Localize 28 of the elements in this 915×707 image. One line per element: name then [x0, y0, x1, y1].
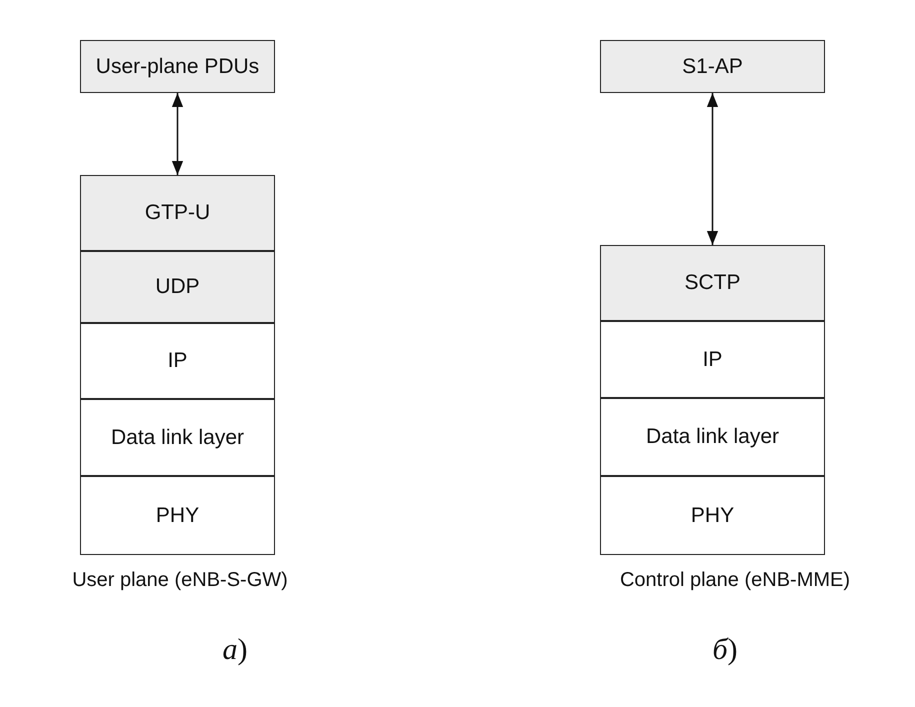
protocol-layer-box [80, 40, 275, 93]
protocol-layer-box [600, 321, 825, 398]
panel-label: а) [222, 633, 248, 667]
protocol-layer-box [80, 476, 275, 555]
panel-label: б) [712, 633, 738, 667]
layer-label: PHY [156, 504, 200, 528]
layer-label: IP [702, 348, 722, 372]
protocol-layer-box [80, 175, 275, 251]
protocol-layer-box [600, 398, 825, 476]
protocol-layer-box [80, 399, 275, 476]
layer-label: GTP-U [144, 201, 210, 225]
layer-label: Data link layer [110, 426, 244, 450]
layer-label: S1-AP [682, 54, 743, 78]
caption: Control plane (eNB-MME) [620, 568, 850, 592]
layer-label: Data link layer [646, 425, 780, 449]
layer-label: PHY [690, 504, 734, 528]
layer-label: IP [168, 349, 188, 373]
protocol-layer-box [80, 323, 275, 399]
arrow [706, 93, 718, 245]
protocol-layer-box [600, 245, 825, 321]
layer-label: UDP [155, 275, 200, 299]
protocol-layer-box [600, 40, 825, 93]
protocol-layer-box [600, 476, 825, 555]
caption: User plane (eNB-S-GW) [72, 568, 288, 592]
arrow [172, 93, 184, 175]
layer-label: User-plane PDUs [96, 54, 260, 78]
layer-label: SCTP [684, 271, 740, 295]
protocol-layer-box [80, 251, 275, 323]
